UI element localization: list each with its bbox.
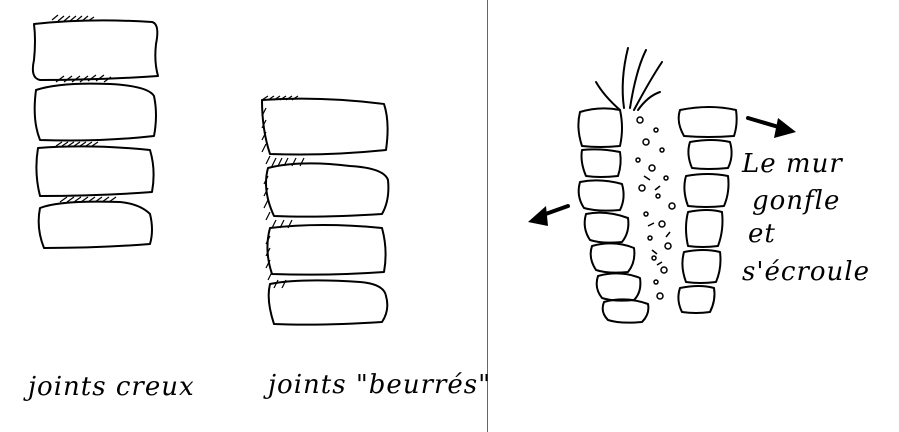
- mortar-hatch-beurre-3: [266, 236, 286, 288]
- caption-dry-joints: joints creux: [28, 372, 195, 402]
- mortar-hatch-beurre-1: [262, 108, 304, 166]
- stone-block-2: [35, 84, 156, 141]
- arrow-right-icon: [748, 118, 796, 138]
- annotation-line-4: s'écroule: [742, 256, 870, 288]
- annotation-line-3: et: [748, 218, 776, 250]
- annotation-line-1: Le mur: [742, 148, 843, 180]
- buttered-joint-wall: [262, 96, 388, 325]
- dry-joint-wall: [33, 15, 158, 248]
- stone-block-b3: [267, 225, 385, 275]
- stone-block-1: [33, 20, 158, 80]
- grass-tuft: [596, 48, 662, 110]
- stone-block-b1: [262, 99, 388, 155]
- arrow-left-icon: [528, 206, 568, 226]
- annotation-line-2: gonfle: [752, 185, 840, 217]
- stone-block-b4: [269, 280, 388, 324]
- mortar-hatch-3: [56, 142, 98, 146]
- caption-buttered-joints: joints "beurrés": [268, 370, 491, 400]
- stone-block-4: [39, 202, 152, 248]
- rubble-fill: [636, 117, 675, 299]
- stone-block-3: [36, 146, 153, 196]
- stone-block-b2: [266, 163, 388, 216]
